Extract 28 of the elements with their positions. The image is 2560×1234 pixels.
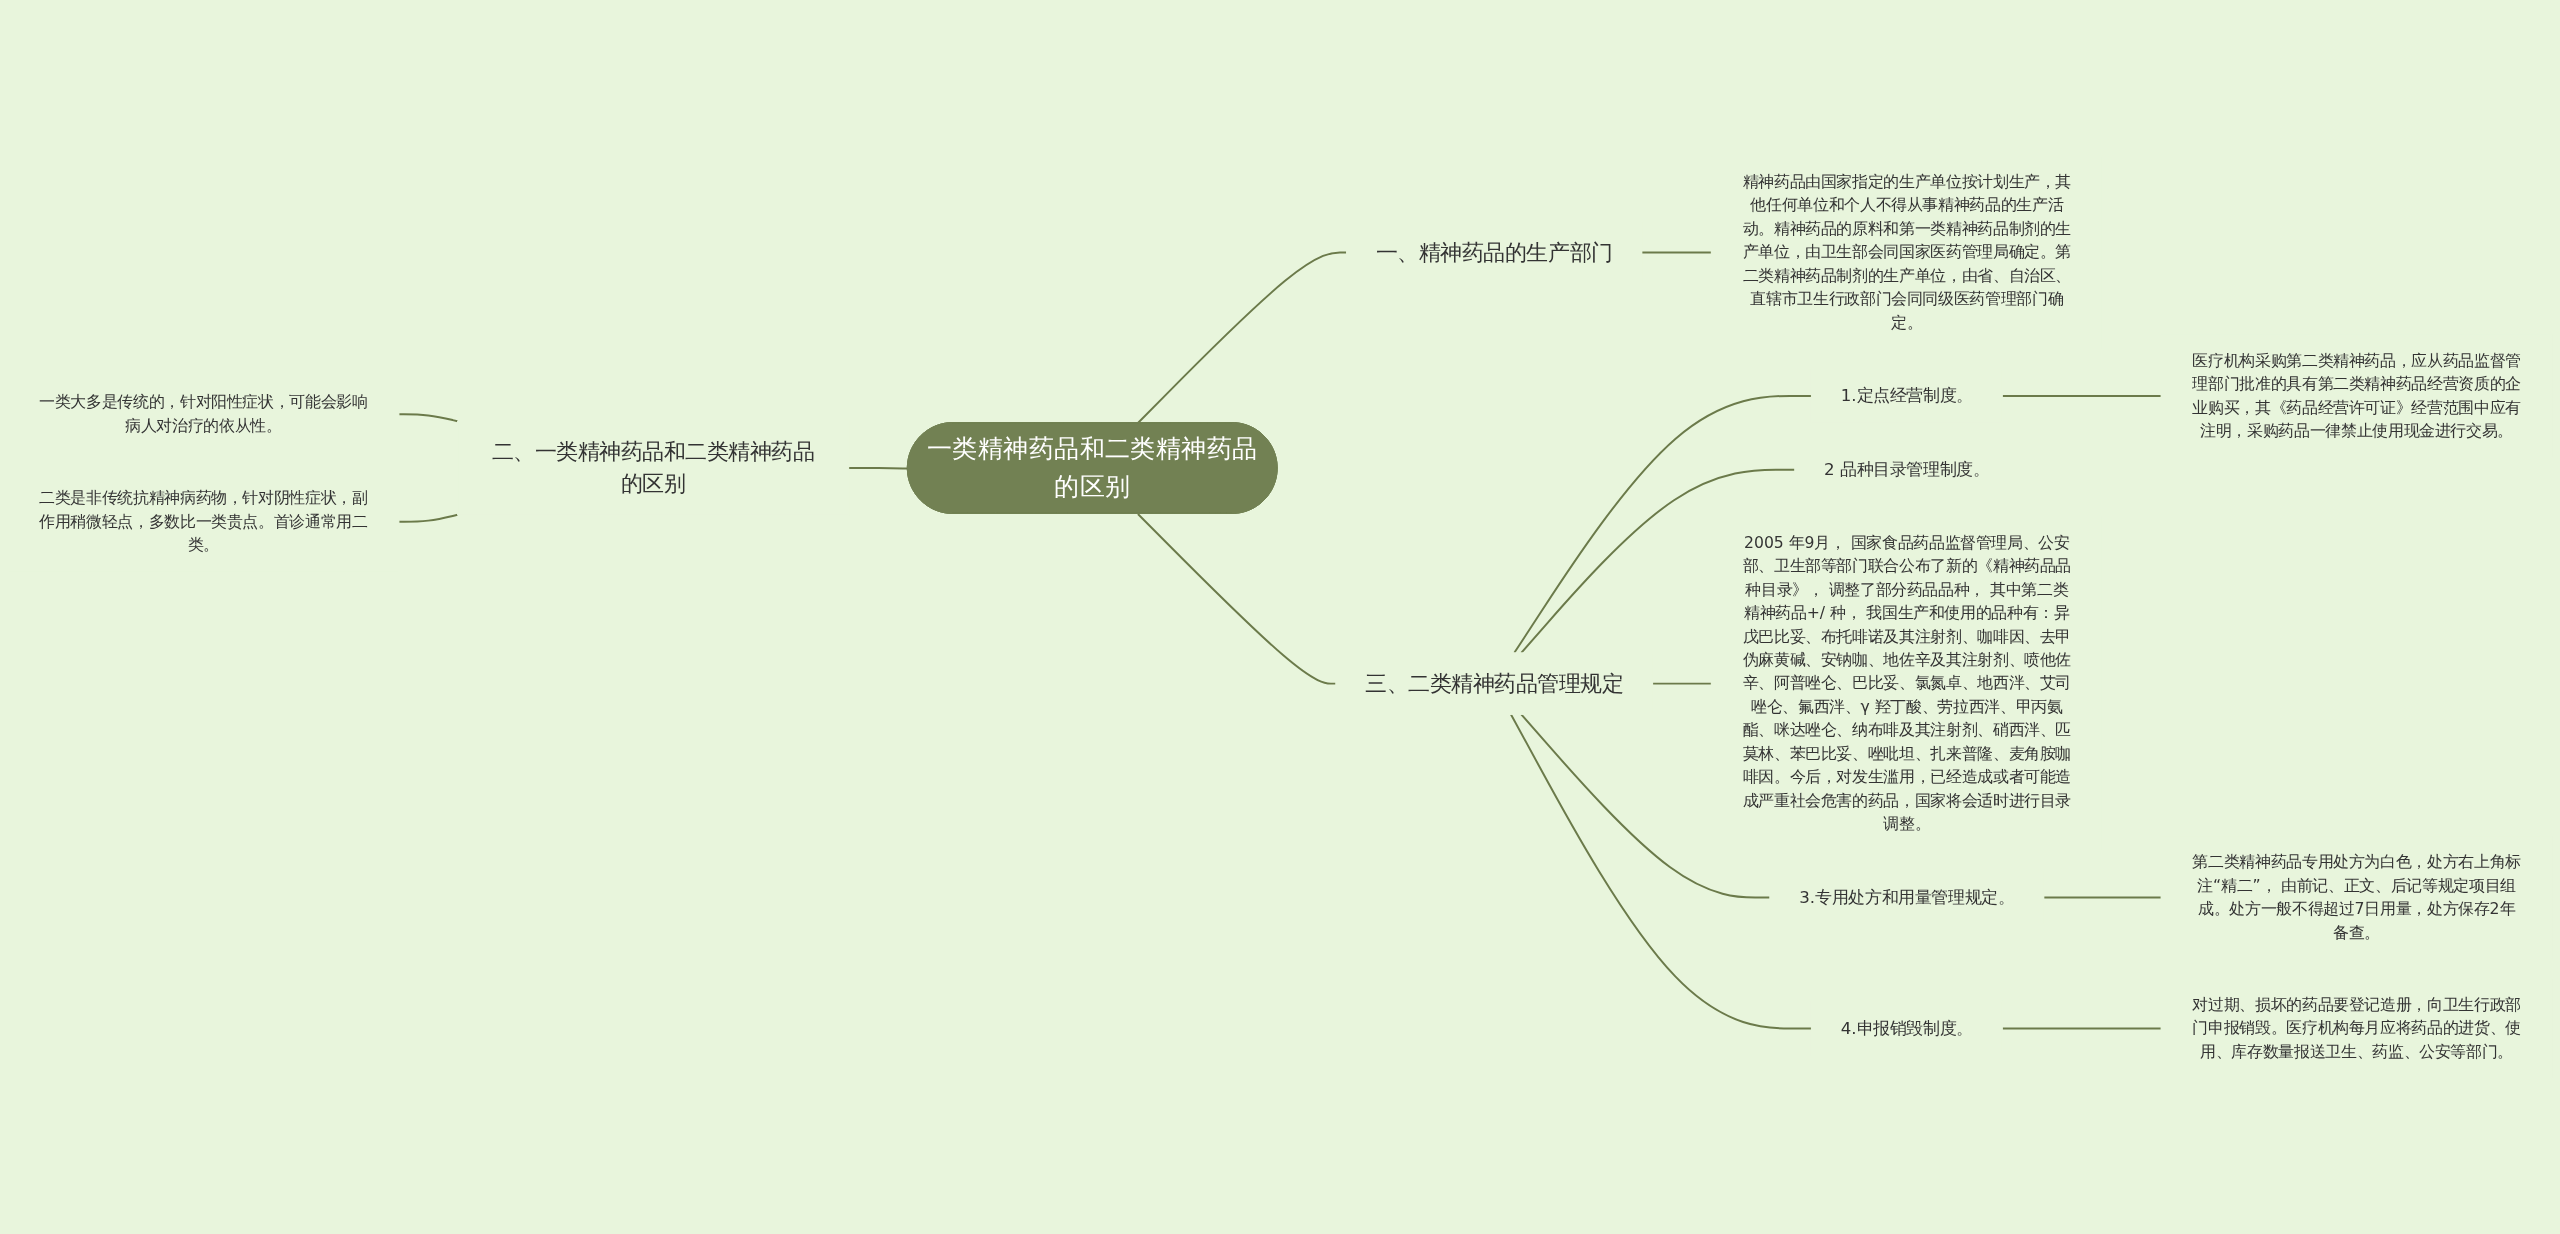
node-text: 医疗机构采购第二类精神药品，应从药品监督管理部门批准的具有第二类精神药品经营资质的企业购买，其《药品经营许可证》经营范围中应有注明，采购药品一律禁止使用现金进行交易。 bbox=[2192, 350, 2521, 440]
node-text: 3.专用处方和用量管理规定。 bbox=[1799, 886, 2015, 907]
node-text: 一类大多是传统的，针对阳性症状，可能会影响病人对治疗的依从性。 bbox=[39, 392, 368, 435]
node-text: 2 品种目录管理制度。 bbox=[1824, 459, 1990, 479]
connector bbox=[397, 513, 459, 523]
connector bbox=[2042, 896, 2163, 899]
node-text: 三、二类精神药品管理规定 bbox=[1365, 671, 1624, 696]
node-text: 精神药品由国家指定的生产单位按计划生产，其他任何单位和个人不得从事精神药品的生产活动。精神药品的原料和第一类精神药品制剂的生产单位，由卫生部会同国家医药管理局确定。第二类精神药品制剂的生产单位，由省、自治区、直辖市卫生行政部门会同同级医药管理部门确定。 bbox=[1742, 172, 2072, 332]
node-text: 一、精神药品的生产部门 bbox=[1375, 240, 1613, 265]
connector bbox=[1651, 682, 1713, 685]
connector bbox=[397, 413, 459, 423]
connector bbox=[2001, 394, 2163, 397]
node-text: 1.定点经营制度。 bbox=[1840, 385, 1973, 405]
node-text: 二类是非传统抗精神病药物，针对阴性症状，副作用稍微轻点，多数比一类贵点。首诊通常用二类。 bbox=[39, 488, 368, 555]
node-text: 2005 年9月， 国家食品药品监督管理局、公安部、卫生部等部门联合公布了新的《精神药品品种目录》， 调整了部分药品品种， 其中第二类精神药品+/ 种， 我国生产和使用的品种有：异戊巴比妥、布托啡诺及其注射剂、咖啡因、去甲伪麻黄碱、安钠咖、地佐辛及其注射剂、喷他佐辛、阿普唑仑、巴比妥、氯氮卓、地西泮、艾司唑仑、氟西泮、γ 羟丁酸、劳拉西泮、甲丙氨酯、咪达唑仑、纳布啡及其注射剂、硝西泮、匹莫林、苯巴比妥、唑吡坦、扎来普隆、麦角胺咖啡因。今后，对发生滥用，已经造成或者可能造成严重社会危害的药品，国家将会适时进行目录调整。 bbox=[1742, 533, 2072, 834]
connector bbox=[1513, 394, 1813, 654]
node-text: 第二类精神药品专用处方为白色，处方右上角标注“精二”， 由前记、正文、后记等规定项目组成。处方一般不得超过7日用量，处方保存2年备查。 bbox=[2192, 852, 2521, 942]
node-text: 4.申报销毁制度。 bbox=[1840, 1018, 1973, 1038]
connector bbox=[1510, 713, 1813, 1030]
connector bbox=[1520, 468, 1796, 654]
connector bbox=[1640, 251, 1713, 254]
node-text: 对过期、损坏的药品要登记造册，向卫生行政部门申报销毁。医疗机构每月应将药品的进货、使用、库存数量报送卫生、药监、公安等部门。 bbox=[2192, 995, 2521, 1061]
connector bbox=[847, 467, 909, 470]
connector bbox=[2001, 1027, 2163, 1030]
connector bbox=[1136, 513, 1337, 685]
connector bbox=[1520, 713, 1771, 899]
connector bbox=[1136, 251, 1348, 424]
node-text: 二、一类精神药品和二类精神药品的区别 bbox=[491, 439, 815, 497]
